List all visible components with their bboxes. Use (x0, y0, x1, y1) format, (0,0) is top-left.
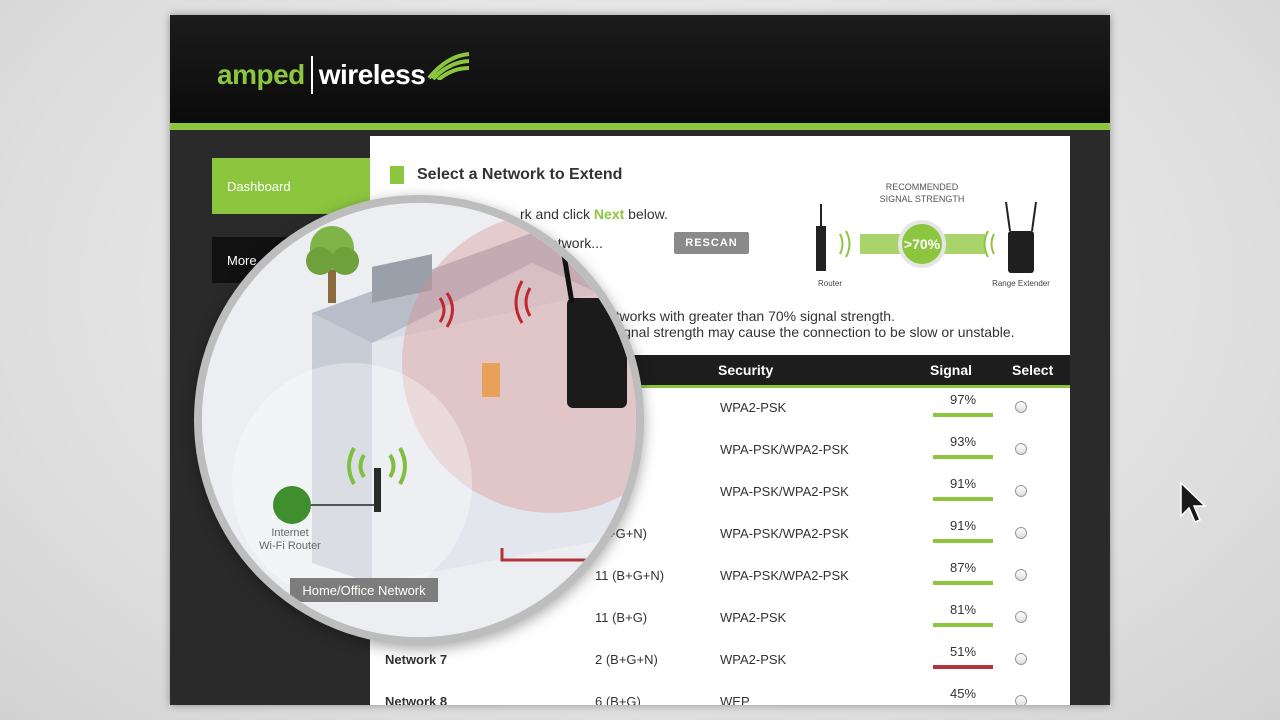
select-network-radio[interactable] (1015, 527, 1027, 539)
header-select: Select (1012, 362, 1054, 378)
wifi-router-icon (374, 468, 381, 512)
sidebar-item-dashboard[interactable]: Dashboard (212, 158, 370, 214)
page-title-row: Select a Network to Extend (390, 166, 622, 184)
signal-bar (933, 665, 993, 669)
select-network-radio[interactable] (1015, 695, 1027, 705)
home-office-network-label: Home/Office Network (302, 583, 426, 598)
internet-label: Internet (271, 527, 308, 539)
network-signal: 93% (949, 434, 977, 449)
instruction-post: below. (624, 206, 668, 222)
instruction-text: rk and click Next below. (520, 206, 668, 222)
header-security: Security (718, 362, 774, 378)
recommended-signal-graphic: RECOMMENDED SIGNAL STRENGTH >70% (810, 176, 1060, 306)
rescan-button[interactable]: RESCAN (674, 232, 749, 254)
brand-divider (310, 56, 313, 94)
network-security: WPA-PSK/WPA2-PSK (720, 568, 849, 583)
title-marker (390, 166, 404, 184)
header-accent-line (170, 123, 1110, 130)
sidebar-item-label: More (227, 252, 257, 268)
brand-logo: amped wireless (217, 52, 471, 95)
network-channel: 6 (B+G) (595, 694, 641, 705)
network-security: WPA2-PSK (720, 610, 787, 625)
magnifier-illustration: Internet Wi-Fi Router Home/Office Networ… (194, 195, 644, 645)
router-device-icon (816, 204, 826, 271)
sidebar-item-label: Dashboard (227, 178, 291, 194)
network-name: Network 8 (385, 694, 448, 705)
note-line2: ignal strength may cause the connection … (620, 324, 1015, 340)
signal-bar (933, 581, 993, 585)
brand-wireless: wireless (318, 59, 426, 90)
network-signal: 45% (949, 686, 977, 701)
network-security: WPA2-PSK (720, 400, 787, 415)
network-signal: 51% (949, 644, 977, 659)
network-channel: 11 (B+G+N) (595, 568, 665, 583)
recommend-line1: RECOMMENDED (886, 182, 959, 192)
select-network-radio[interactable] (1015, 485, 1027, 497)
instruction-next: Next (593, 206, 625, 222)
recommend-line2: SIGNAL STRENGTH (880, 194, 965, 204)
select-network-radio[interactable] (1015, 653, 1027, 665)
select-network-radio[interactable] (1015, 401, 1027, 413)
network-security: WPA-PSK/WPA2-PSK (720, 526, 849, 541)
network-signal: 91% (949, 518, 977, 533)
network-signal: 87% (949, 560, 977, 575)
table-row: Network 7 2 (B+G+N) WPA2-PSK 51% (370, 639, 1070, 681)
signal-bar (933, 455, 993, 459)
network-signal: 81% (949, 602, 977, 617)
network-security: WEP (720, 694, 750, 705)
signal-bar (933, 623, 993, 627)
network-signal: 91% (949, 476, 977, 491)
network-name: Network 7 (385, 652, 448, 667)
table-row: 11 (B+G) WPA2-PSK 81% (370, 597, 1070, 639)
header: amped wireless (170, 15, 1110, 125)
select-network-radio[interactable] (1015, 569, 1027, 581)
network-channel: 2 (B+G+N) (595, 652, 658, 667)
internet-globe-icon (273, 486, 311, 524)
table-row: 11 (B+G+N) WPA-PSK/WPA2-PSK 87% (370, 555, 1070, 597)
network-security: WPA-PSK/WPA2-PSK (720, 484, 849, 499)
range-extender-device-icon (1005, 201, 1037, 273)
network-signal: 97% (949, 392, 977, 407)
wifi-swoosh-icon (427, 52, 470, 80)
signal-bar (933, 539, 993, 543)
table-row: Network 8 6 (B+G) WEP 45% (370, 681, 1070, 705)
network-security: WPA-PSK/WPA2-PSK (720, 442, 849, 457)
signal-badge: >70% (904, 236, 941, 252)
instruction-pre: rk and click (520, 206, 594, 222)
mouse-cursor-icon (1180, 482, 1206, 523)
network-channel: 11 (B+G) (595, 610, 648, 625)
select-network-radio[interactable] (1015, 611, 1027, 623)
signal-bar (933, 413, 993, 417)
wifi-router-label: Wi-Fi Router (259, 540, 321, 552)
router-label: Router (818, 279, 842, 288)
page-title: Select a Network to Extend (417, 166, 623, 183)
select-network-radio[interactable] (1015, 443, 1027, 455)
header-signal: Signal (930, 362, 973, 378)
note-line1: networks with greater than 70% signal st… (600, 308, 895, 324)
signal-badge-circle (898, 220, 946, 268)
network-security: WPA2-PSK (720, 652, 787, 667)
tree-icon (306, 226, 359, 303)
extender-label: Range Extender (992, 279, 1050, 288)
brand-amped: amped (217, 59, 305, 90)
signal-bar (933, 497, 993, 501)
